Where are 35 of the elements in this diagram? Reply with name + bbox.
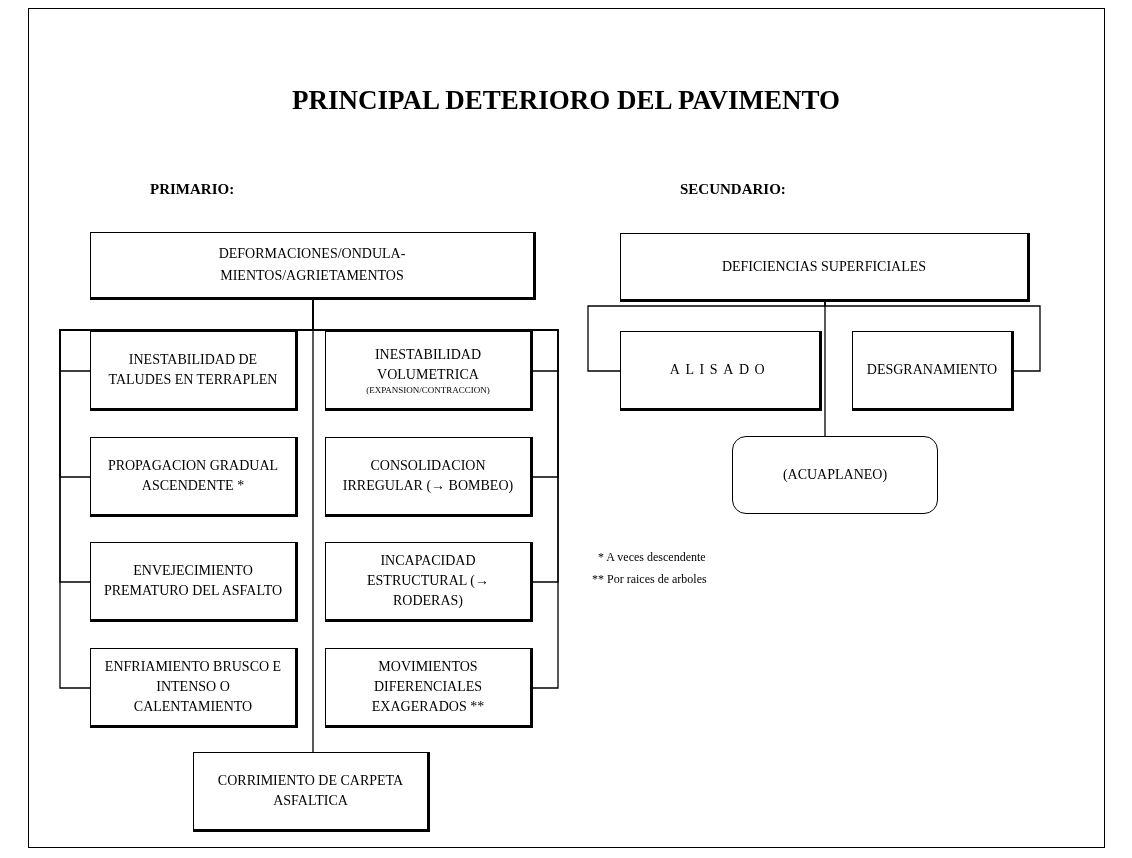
box-text: ALISADO	[669, 361, 771, 379]
process-box	[90, 331, 298, 411]
box-text: (EXPANSION/CONTRACCION)	[366, 384, 490, 396]
box-text: INESTABILIDAD DE TALUDES EN TERRAPLEN	[107, 351, 279, 389]
box-text: (ACUAPLANEO)	[782, 466, 888, 484]
box-text: CORRIMIENTO DE CARPETA ASFALTICA	[216, 772, 405, 810]
box-text: INESTABILIDAD VOLUMETRICA	[373, 345, 483, 384]
box-text: ENVEJECIMIENTO PREMATURO DEL ASFALTO	[102, 562, 284, 600]
process-box	[325, 331, 533, 411]
footnote: ** Por raices de arboles	[592, 571, 707, 588]
box-text: CONSOLIDACION IRREGULAR (→ BOMBEO)	[341, 457, 515, 495]
box-text: PROPAGACION GRADUAL ASCENDENTE *	[106, 457, 280, 495]
process-box	[852, 331, 1014, 411]
process-box	[90, 232, 536, 300]
title: PRINCIPAL DETERIORO DEL PAVIMENTO	[291, 84, 841, 117]
process-box	[193, 752, 430, 832]
section-heading: PRIMARIO:	[150, 180, 235, 199]
process-box	[620, 233, 1030, 302]
process-box	[90, 542, 298, 622]
footnote: * A veces descendente	[598, 549, 706, 566]
box-text: MOVIMIENTOS DIFERENCIALES EXAGERADOS **	[370, 658, 486, 716]
process-box	[325, 648, 533, 728]
box-text: DEFORMACIONES/ONDULA- MIENTOS/AGRIETAMENTOS	[217, 245, 407, 285]
box-text: DESGRANAMIENTO	[866, 361, 998, 379]
rounded-box	[732, 436, 938, 514]
process-box	[90, 437, 298, 517]
connector-line	[824, 301, 826, 437]
process-box	[325, 542, 533, 622]
box-text: DEFICIENCIAS SUPERFICIALES	[721, 257, 927, 276]
process-box	[620, 331, 822, 411]
section-heading: SECUNDARIO:	[680, 180, 786, 199]
process-box	[325, 437, 533, 517]
box-text: ENFRIAMIENTO BRUSCO E INTENSO O CALENTAMIENTO	[103, 658, 283, 716]
process-box	[90, 648, 298, 728]
box-text: INCAPACIDAD ESTRUCTURAL (→ RODERAS)	[366, 552, 490, 610]
